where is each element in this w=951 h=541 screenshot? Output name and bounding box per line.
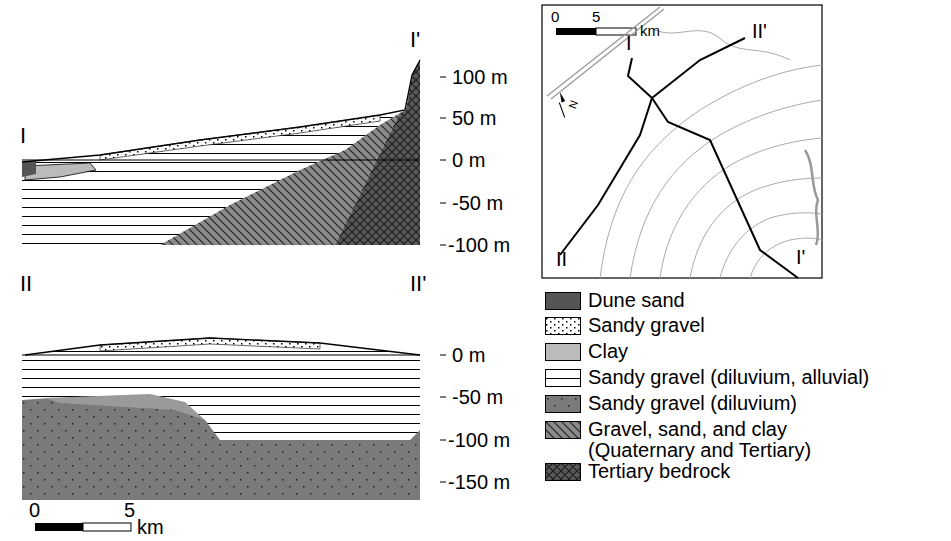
section-end-label: II': [410, 272, 426, 296]
axis-label: -100 m: [448, 234, 510, 256]
scale-label: km: [640, 22, 660, 39]
legend-text: Sandy gravel: [588, 315, 705, 336]
axis-label: -100 m: [448, 429, 510, 451]
legend-swatch: [545, 369, 581, 387]
section-end-label: II: [556, 248, 567, 270]
axis-label: 0 m: [452, 344, 485, 366]
axis-label: -150 m: [448, 471, 510, 493]
legend-swatch: [545, 292, 581, 310]
legend-text: Sandy gravel (diluvium, alluvial): [588, 367, 869, 388]
scale-label: 5: [124, 499, 135, 521]
section-end-label: I: [626, 32, 632, 54]
legend-text: Dune sand: [588, 290, 685, 311]
axis-label: 50 m: [452, 107, 496, 129]
scale-label: 0: [29, 499, 40, 521]
legend-text: Tertiary bedrock: [588, 461, 730, 482]
legend-text: Gravel, sand, and clay (Quaternary and T…: [588, 419, 888, 461]
section-end-label: I': [796, 246, 805, 268]
section-end-label: I': [410, 28, 420, 52]
section-end-label: I: [20, 124, 26, 148]
axis-label: 0 m: [452, 149, 485, 171]
axis-label: -50 m: [452, 386, 503, 408]
legend-text: Clay: [588, 341, 628, 362]
legend-swatch: [545, 343, 581, 361]
legend-swatch: [545, 421, 581, 439]
legend-swatch: [545, 463, 581, 481]
axis-label: -50 m: [452, 192, 503, 214]
section-end-label: II: [20, 272, 32, 296]
legend-swatch: [545, 317, 581, 335]
section-end-label: II': [752, 20, 767, 42]
legend-text: Sandy gravel (diluvium): [588, 393, 797, 414]
axis-label: 100 m: [452, 66, 508, 88]
legend-swatch: [545, 395, 581, 413]
scale-label: km: [137, 516, 164, 538]
scale-label: 5: [592, 8, 600, 25]
scale-label: 0: [551, 8, 559, 25]
